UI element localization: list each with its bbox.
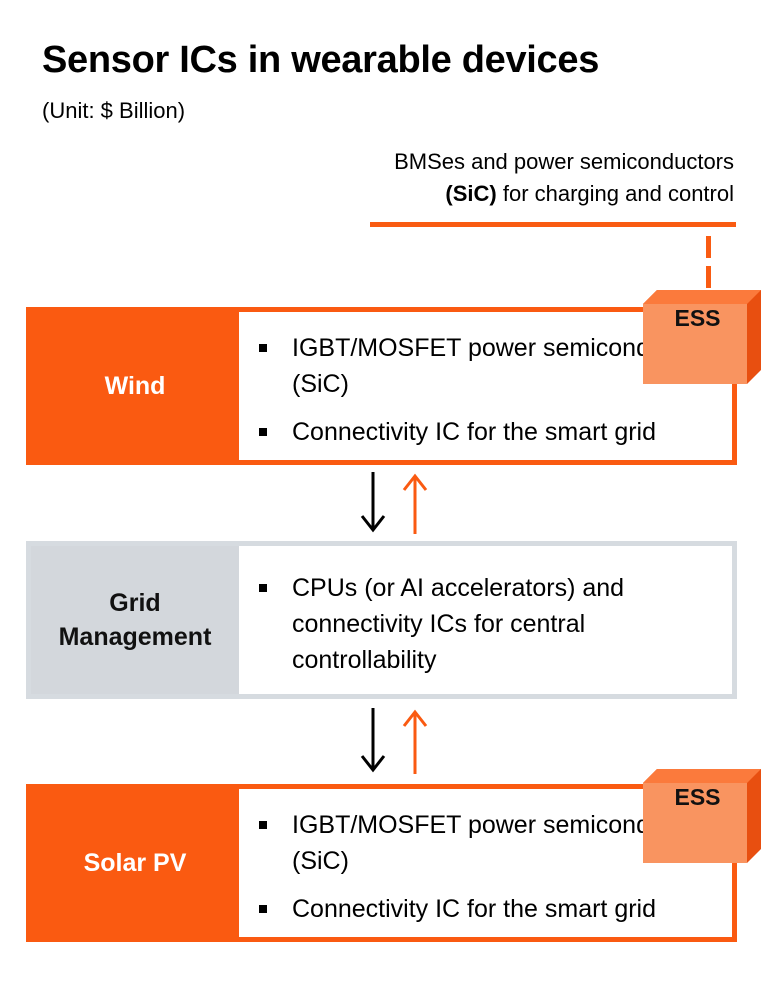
bullet-item: Connectivity IC for the smart grid: [257, 414, 722, 450]
ess-note: BMSes and power semiconductors (SiC) for…: [394, 146, 734, 210]
arrow-down-icon: [360, 472, 386, 533]
ess-label: ESS: [674, 784, 721, 810]
ess-connector-dash: [706, 236, 711, 258]
ess-note-rest: for charging and control: [496, 181, 734, 206]
ess-box-shape: [643, 290, 761, 384]
bullet-item: Connectivity IC for the smart grid: [257, 891, 722, 927]
ess-note-bold: (SiC): [445, 181, 497, 206]
solar-bullets: IGBT/MOSFET power semiconductor (SiC) Co…: [257, 807, 722, 939]
bullet-item: CPUs (or AI accelerators) and connectivi…: [257, 570, 722, 678]
row-label-solar-pv: Solar PV: [31, 789, 239, 937]
ess-note-line-1: BMSes and power semiconductors: [394, 149, 734, 174]
arrow-up-icon: [402, 709, 428, 774]
solar-pv-row: Solar PV IGBT/MOSFET power semiconductor…: [26, 784, 737, 942]
page-title: Sensor ICs in wearable devices: [42, 39, 600, 81]
wind-bullets: IGBT/MOSFET power semiconductor (SiC) Co…: [257, 330, 722, 462]
ess-label: ESS: [674, 305, 721, 331]
grid-bullets: CPUs (or AI accelerators) and connectivi…: [257, 570, 722, 690]
ess-note-line-2: (SiC) for charging and control: [394, 178, 734, 210]
arrow-down-icon: [360, 708, 386, 773]
ess-note-underline: [370, 222, 736, 227]
row-label-grid-management: Grid Management: [31, 546, 239, 694]
ess-box-solar: ESS: [643, 769, 761, 863]
bullet-item: IGBT/MOSFET power semiconductor (SiC): [257, 807, 722, 879]
ess-box-wind: ESS: [643, 290, 761, 384]
ess-box-shape: [643, 769, 761, 863]
wind-row: Wind IGBT/MOSFET power semiconductor (Si…: [26, 307, 737, 465]
unit-label: (Unit: $ Billion): [42, 98, 186, 123]
ess-connector-dash: [706, 266, 711, 288]
bullet-item: IGBT/MOSFET power semiconductor (SiC): [257, 330, 722, 402]
row-label-wind: Wind: [31, 312, 239, 460]
grid-management-row: Grid Management CPUs (or AI accelerators…: [26, 541, 737, 699]
grid-content: CPUs (or AI accelerators) and connectivi…: [239, 546, 732, 694]
arrow-up-icon: [402, 473, 428, 534]
